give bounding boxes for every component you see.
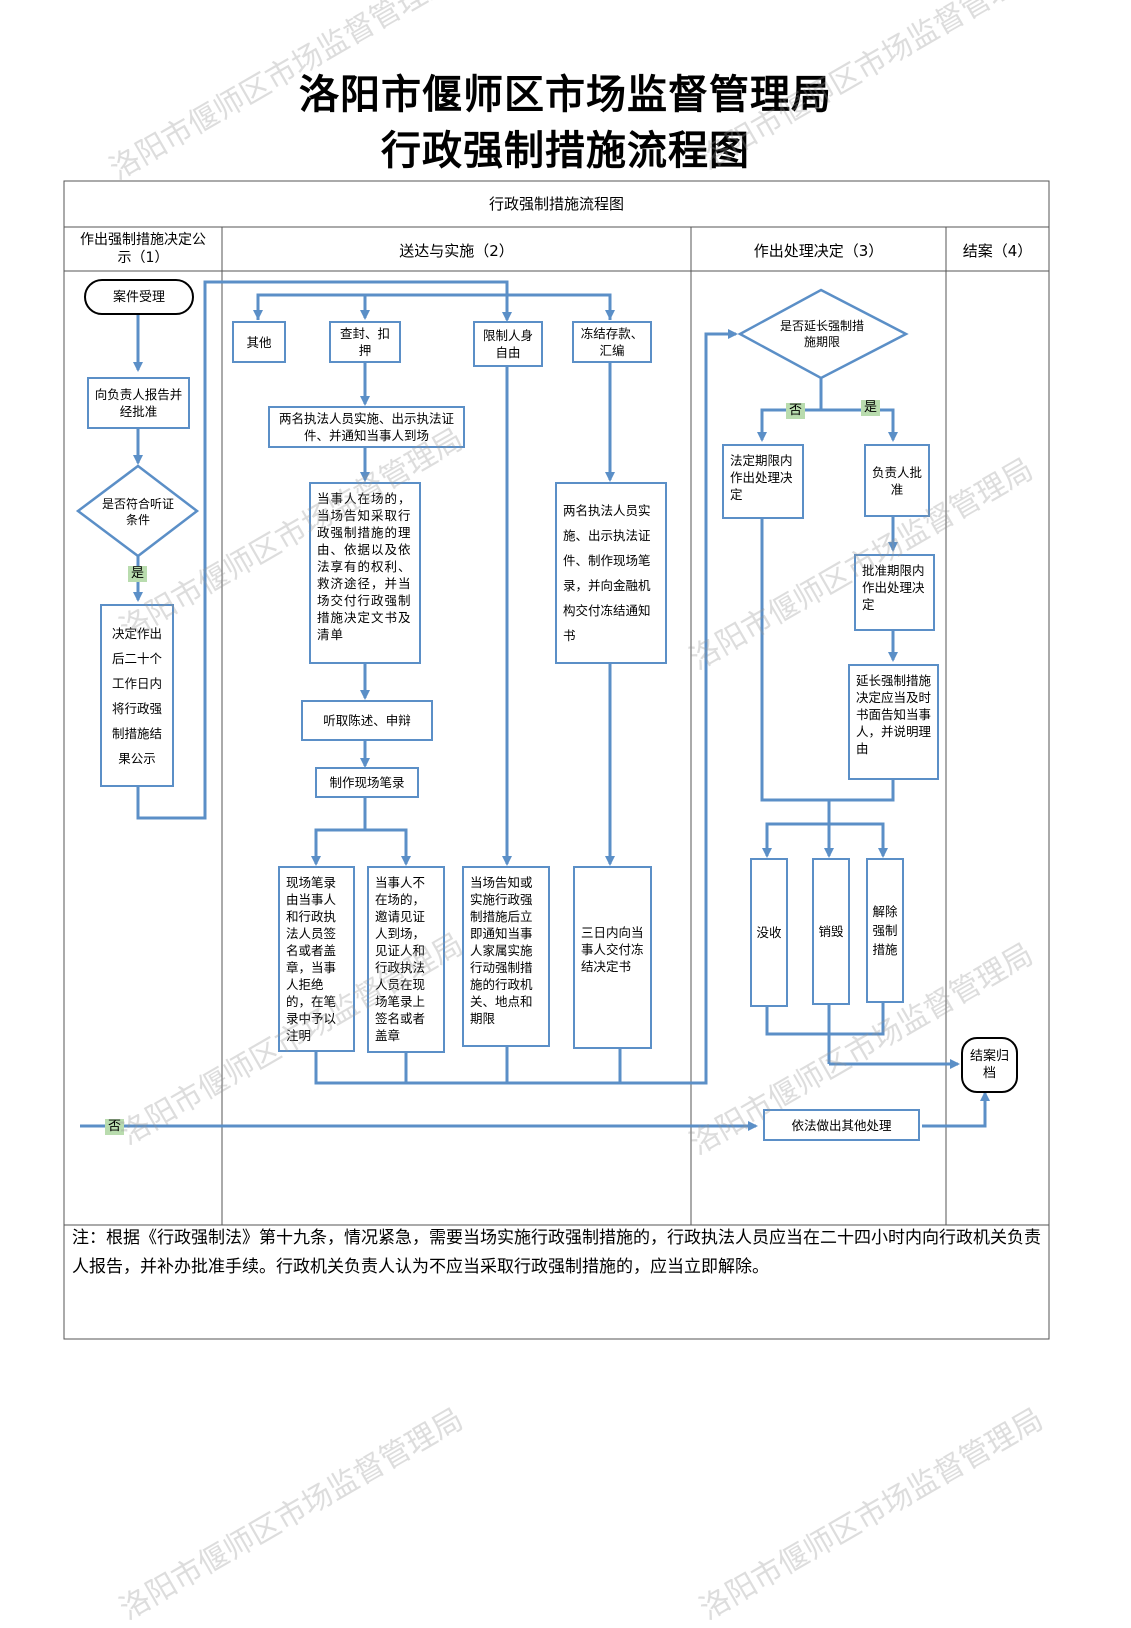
record-node: 制作现场笔录 <box>315 767 419 798</box>
publish-node: 决定作出后二十个工作日内将行政强制措施结果公示 <box>100 604 174 787</box>
column-header-3: 作出处理决定（3） <box>753 242 884 260</box>
title-line-2: 行政强制措施流程图 <box>381 127 750 174</box>
no-tag-extend: 否 <box>786 403 806 419</box>
footnote: 注：根据《行政强制法》第十九条，情况紧急，需要当场实施行政强制措施的，行政执法人… <box>72 1228 1041 1277</box>
table-grid <box>63 180 1050 1340</box>
flow-connectors <box>80 280 990 1131</box>
leader-node: 负责人批准 <box>864 444 930 517</box>
table-header: 行政强制措施流程图 <box>488 195 624 213</box>
other-handle-node: 依法做出其他处理 <box>763 1109 920 1141</box>
column-header-2: 送达与实施（2） <box>399 242 514 260</box>
release-node: 解除强制措施 <box>866 858 904 1003</box>
case-accept-node: 案件受理 <box>84 279 194 315</box>
confiscate-node: 没收 <box>750 858 788 1007</box>
column-header-4: 结案（4） <box>962 242 1033 260</box>
hearing-diamond <box>75 464 200 558</box>
no-tag-hearing: 否 <box>105 1119 125 1135</box>
report-node: 向负责人报告并经批准 <box>87 377 190 429</box>
restrict-node: 限制人身自由 <box>473 321 543 367</box>
absent-node: 当事人不在场的，邀请见证人到场，见证人和行政执法人员在现场笔录上签名或者盖章 <box>367 866 445 1053</box>
freeze-node: 冻结存款、汇编 <box>572 321 652 363</box>
notify-family-node: 当场告知或实施行政强制措施后立即通知当事人家属实施行动强制措施的行政机关、地点和… <box>462 866 550 1047</box>
freeze-officers-node: 两名执法人员实施、出示执法证件、制作现场笔录，并向金融机构交付冻结通知书 <box>555 482 667 664</box>
two-officers-node: 两名执法人员实施、出示执法证件、并通知当事人到场 <box>268 406 465 448</box>
title-line-1: 洛阳市偃师区市场监督管理局 <box>299 71 832 118</box>
present-notice-node: 当事人在场的，当场告知采取行政强制措施的理由、依据以及依法享有的权利、救济途径，… <box>309 482 421 664</box>
column-header-1: 作出强制措施决定公示（1） <box>80 232 206 266</box>
sign-node: 现场笔录由当事人和行政执法人员签名或者盖章，当事人拒绝的，在笔录中予以注明 <box>278 866 355 1052</box>
close-archive-node: 结案归档 <box>961 1037 1018 1093</box>
extend-question: 是否延长强制措施期限 <box>779 319 864 349</box>
yes-tag-hearing: 是 <box>128 566 148 582</box>
legal-term-node: 法定期限内作出处理决定 <box>722 444 804 519</box>
extend-diamond <box>737 288 909 380</box>
destroy-node: 销毁 <box>812 858 850 1005</box>
approved-term-node: 批准期限内作出处理决定 <box>854 554 935 631</box>
extend-notice-node: 延长强制措施决定应当及时书面告知当事人，并说明理由 <box>848 664 939 780</box>
three-days-node: 三日内向当事人交付冻结决定书 <box>573 866 652 1049</box>
hearing-question: 是否符合听证条件 <box>101 497 174 527</box>
yes-tag-extend: 是 <box>861 400 881 416</box>
other-node: 其他 <box>232 321 286 363</box>
listen-node: 听取陈述、申辩 <box>301 700 433 741</box>
seal-node: 查封、扣押 <box>329 321 401 363</box>
